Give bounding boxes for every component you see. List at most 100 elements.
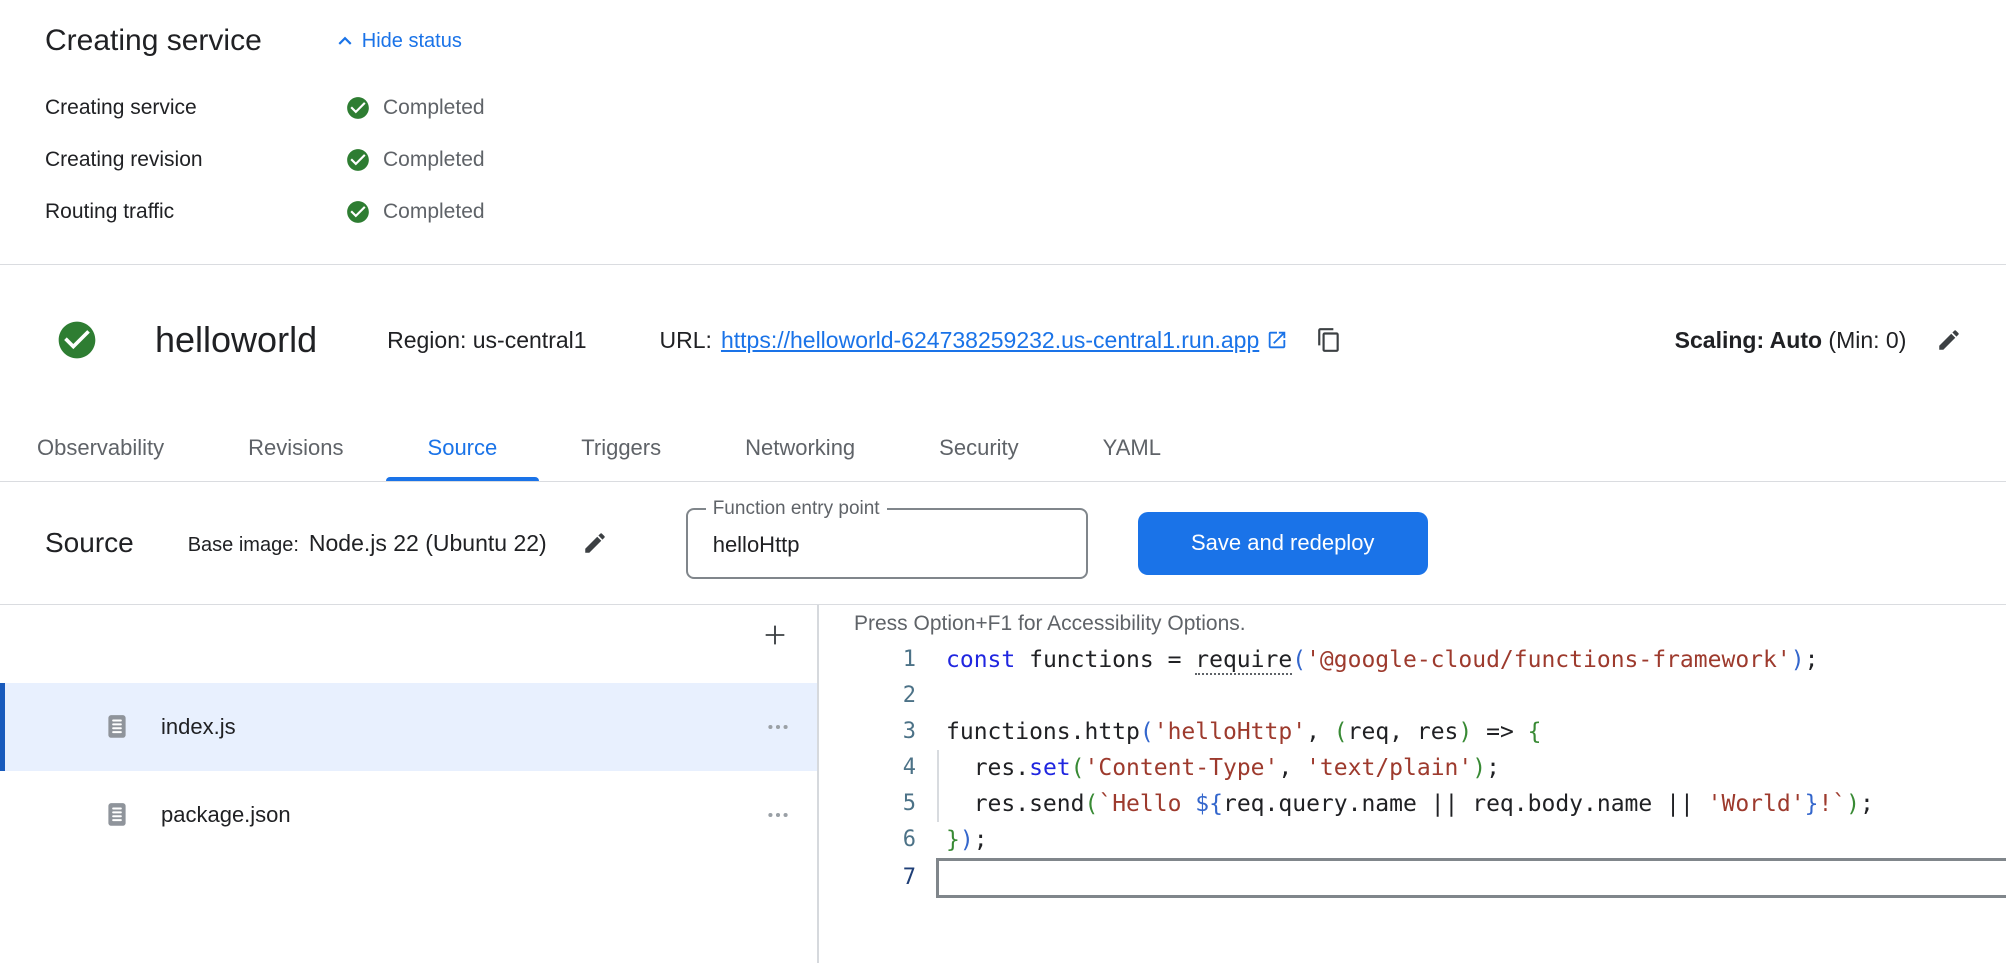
tab-yaml[interactable]: YAML [1102, 435, 1161, 460]
status-step: Creating service Completed [45, 82, 2006, 134]
scaling-detail: (Min: 0) [1822, 326, 1907, 353]
copy-icon [1316, 327, 1342, 353]
add-file-button[interactable] [759, 619, 791, 651]
plus-icon [759, 619, 791, 651]
entry-point-input[interactable] [687, 509, 1086, 577]
line-content[interactable]: }); [946, 827, 988, 853]
check-circle-icon [345, 147, 371, 173]
base-image-value: Node.js 22 (Ubuntu 22) [308, 529, 547, 556]
line-number: 6 [902, 827, 916, 852]
line-content[interactable]: functions.http('helloHttp', (req, res) =… [946, 719, 1542, 745]
step-status-text: Completed [383, 148, 485, 171]
step-label: Creating service [45, 96, 197, 119]
region-value: us-central1 [472, 326, 587, 353]
line-number: 5 [902, 791, 916, 816]
service-region: Region: us-central1 [387, 327, 586, 354]
tab-observability[interactable]: Observability [37, 435, 165, 460]
url-label: URL: [659, 326, 712, 353]
check-circle-icon [345, 199, 371, 225]
accessibility-hint: Press Option+F1 for Accessibility Option… [854, 611, 1246, 635]
tab-source[interactable]: Source [385, 415, 540, 481]
pencil-icon [1936, 312, 1966, 383]
service-url-link[interactable]: https://helloworld-624738259232.us-centr… [721, 327, 1288, 354]
line-number: 7 [902, 865, 916, 890]
scaling-label: Scaling: Auto [1674, 326, 1823, 353]
hide-status-link[interactable]: Hide status [332, 28, 462, 54]
check-circle-icon [345, 95, 371, 121]
code-lines: 1 const functions = require('@google-clou… [819, 642, 2006, 898]
edit-base-image-button[interactable] [582, 530, 608, 556]
url-text: https://helloworld-624738259232.us-centr… [720, 326, 1260, 353]
line-number: 3 [902, 719, 916, 744]
base-image: Base image: Node.js 22 (Ubuntu 22) [188, 530, 547, 557]
more-horizontal-icon [765, 714, 791, 740]
service-status-check-circle-icon [55, 318, 99, 362]
file-explorer-pane: index.js package.json [0, 605, 819, 963]
file-menu-button[interactable] [765, 802, 791, 828]
service-url: URL: https://helloworld-624738259232.us-… [660, 327, 1343, 354]
service-scaling: Scaling: Auto (Min: 0) [1675, 282, 1966, 398]
file-row-package-json[interactable]: package.json [0, 771, 817, 859]
code-line[interactable]: 4 res.set('Content-Type', 'text/plain'); [819, 750, 2006, 786]
file-list: index.js package.json [0, 605, 817, 859]
entry-point-label: Function entry point [705, 497, 887, 520]
source-browser: index.js package.json [0, 605, 2006, 963]
line-content[interactable]: res.set('Content-Type', 'text/plain'); [916, 750, 2006, 786]
line-number: 1 [902, 647, 916, 672]
step-status: Completed [345, 95, 485, 121]
hide-status-label: Hide status [361, 29, 462, 52]
tab-triggers[interactable]: Triggers [581, 435, 662, 460]
indent-guide [937, 750, 939, 786]
line-content[interactable]: res.send(`Hello ${req.query.name || req.… [916, 786, 2006, 822]
open-in-new-icon [1266, 329, 1288, 351]
function-entry-point-field: Function entry point [685, 497, 1088, 579]
chevron-up-icon [332, 28, 358, 54]
file-row-index-js[interactable]: index.js [0, 683, 817, 771]
indent-guide [937, 786, 939, 822]
file-name: package.json [161, 802, 291, 827]
step-status-text: Completed [383, 96, 485, 119]
status-step: Routing traffic Completed [45, 186, 2006, 238]
code-line[interactable]: 6}); [819, 822, 2006, 858]
status-steps: Creating service Completed Creating revi… [45, 82, 2006, 238]
line-content[interactable] [936, 858, 2006, 898]
step-status: Completed [345, 199, 485, 225]
region-label: Region: [387, 326, 467, 353]
code-line-active[interactable]: 7 [819, 858, 2006, 898]
service-name: helloworld [155, 319, 318, 360]
file-name: index.js [161, 714, 236, 739]
line-content[interactable] [916, 678, 2006, 714]
tab-security[interactable]: Security [939, 435, 1019, 460]
code-line[interactable]: 5 res.send(`Hello ${req.query.name || re… [819, 786, 2006, 822]
source-section-title: Source [45, 527, 134, 558]
tab-networking[interactable]: Networking [745, 435, 856, 460]
step-label: Routing traffic [45, 200, 175, 223]
step-status-text: Completed [383, 200, 485, 223]
code-line[interactable]: 3 functions.http('helloHttp', (req, res) … [819, 714, 2006, 750]
copy-url-button[interactable] [1316, 327, 1342, 353]
line-content[interactable]: const functions = require('@google-cloud… [946, 647, 1819, 675]
deployment-status-panel: Creating service Hide status Creating se… [0, 0, 2006, 265]
service-tab-bar: Observability Revisions Source Triggers … [0, 415, 2006, 482]
line-number: 2 [902, 683, 916, 708]
status-header: Creating service Hide status [45, 24, 2006, 58]
more-horizontal-icon [765, 802, 791, 828]
file-menu-button[interactable] [765, 714, 791, 740]
document-icon [104, 713, 130, 741]
source-toolbar: Source Base image: Node.js 22 (Ubuntu 22… [0, 482, 2006, 605]
base-image-label: Base image: [187, 533, 299, 556]
step-label: Creating revision [45, 148, 203, 171]
service-header: helloworld Region: us-central1 URL: http… [0, 265, 2006, 415]
status-step: Creating revision Completed [45, 134, 2006, 186]
line-number: 4 [902, 755, 916, 780]
tab-revisions[interactable]: Revisions [248, 435, 344, 460]
code-line[interactable]: 1 const functions = require('@google-clou… [819, 642, 2006, 678]
save-and-redeploy-button[interactable]: Save and redeploy [1137, 511, 1428, 575]
pencil-icon [582, 530, 608, 556]
status-panel-title: Creating service [45, 24, 262, 57]
edit-scaling-button[interactable] [1936, 282, 1966, 398]
document-icon [104, 801, 130, 829]
code-editor[interactable]: Press Option+F1 for Accessibility Option… [819, 605, 2006, 963]
code-line[interactable]: 2 [819, 678, 2006, 714]
step-status: Completed [345, 147, 485, 173]
